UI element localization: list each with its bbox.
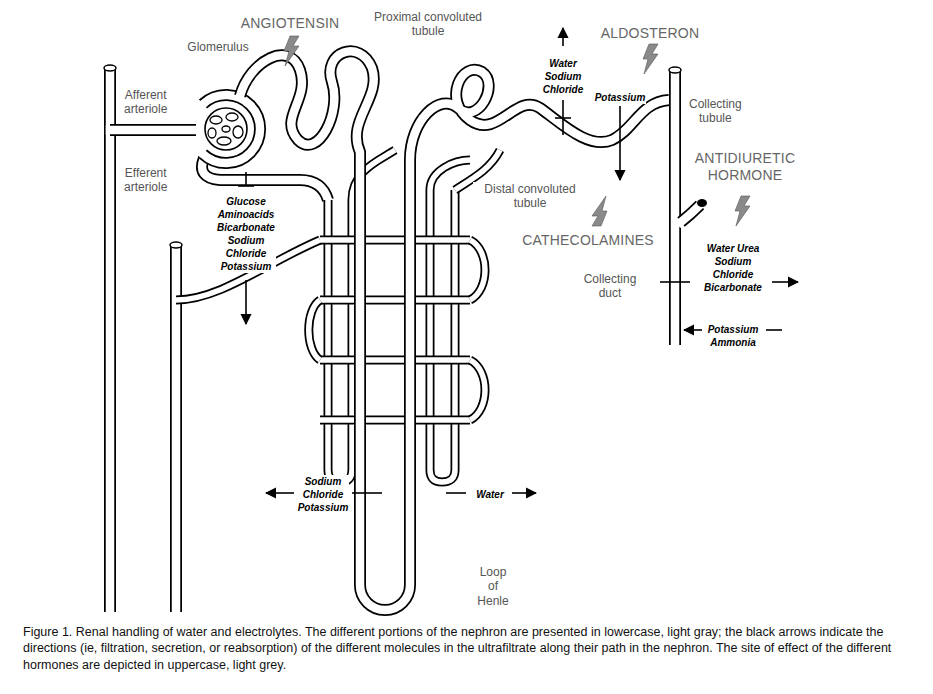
part-name: Glomerulus	[186, 40, 249, 54]
molecule-list: Glucose Aminoacids Bicarbonate Sodium Ch…	[216, 195, 276, 273]
part-name: Collecting duct	[583, 272, 638, 301]
part-name: Proximal convoluted tubule	[368, 10, 488, 39]
molecule-list: Potassium Ammonia	[707, 323, 760, 349]
part-name: Efferent arteriole	[123, 166, 168, 195]
part-name: Loop of Henle	[476, 565, 509, 608]
molecule-list: Potassium	[594, 91, 647, 104]
hormone-name: ANGIOTENSIN	[240, 15, 341, 32]
part-name: Afferent arteriole	[123, 88, 168, 117]
hormone-name: ALDOSTERON	[600, 25, 700, 42]
hormone-name: ANTIDIURETIC HORMONE	[694, 150, 796, 184]
part-name: Distal convoluted tubule	[473, 182, 587, 211]
molecule-list: Water Sodium Chloride	[542, 57, 585, 96]
figure-caption: Figure 1. Renal handling of water and el…	[22, 624, 914, 673]
molecule-list: Water Urea Sodium Chloride Bicarbonate	[703, 242, 763, 294]
molecule-list: Water	[475, 488, 505, 501]
part-name: Collecting tubule	[688, 97, 743, 126]
hormone-name: CATHECOLAMINES	[521, 232, 655, 249]
molecule-list: Sodium Chloride Potassium	[297, 475, 350, 514]
